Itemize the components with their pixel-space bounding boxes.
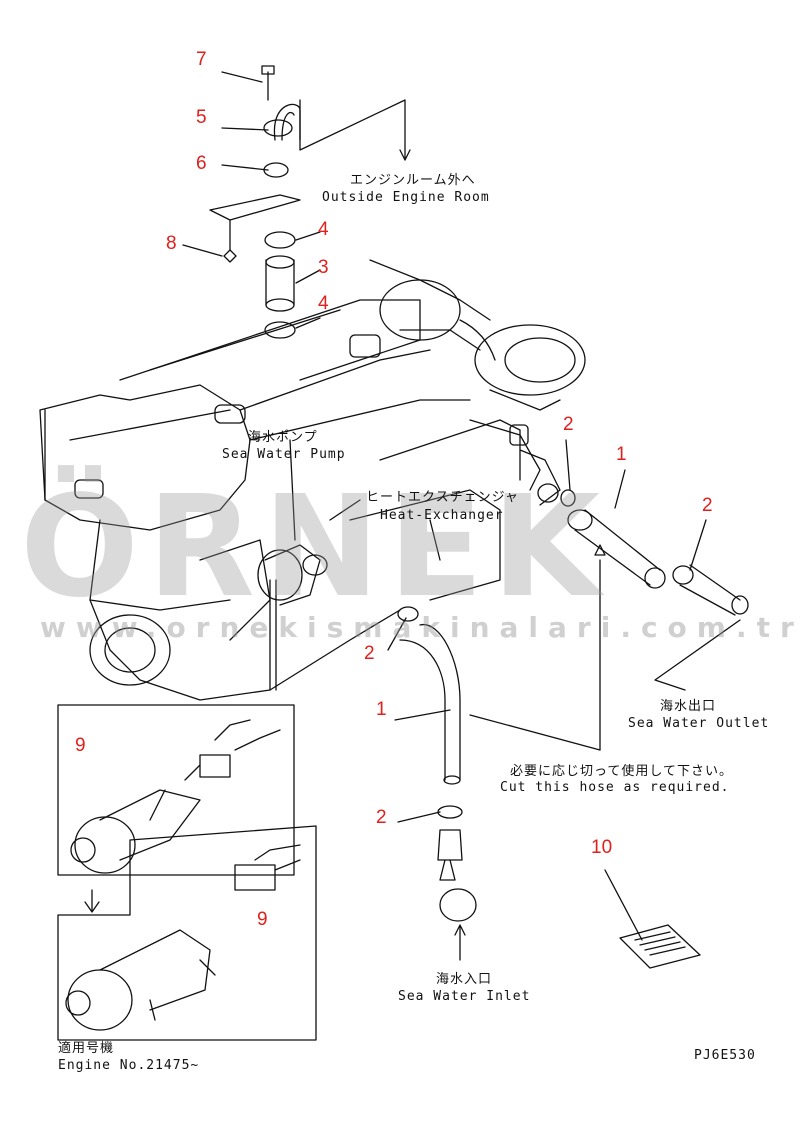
callout-2-d: 2 xyxy=(376,807,387,828)
inlet-jp-label: 海水入口 xyxy=(436,972,493,987)
cut-jp-label: 必要に応じ切って使用して下さい。 xyxy=(510,764,733,779)
pump-en-label: Sea Water Pump xyxy=(222,447,346,462)
callout-2-a: 2 xyxy=(563,414,574,435)
callout-2-c: 2 xyxy=(364,643,375,664)
callout-3: 3 xyxy=(318,257,329,278)
outside-en-label: Outside Engine Room xyxy=(322,190,490,205)
engine-no-label: Engine No.21475~ xyxy=(58,1058,200,1073)
pump-detail-box-1 xyxy=(57,704,295,876)
callout-7: 7 xyxy=(196,49,207,70)
callout-4-bottom: 4 xyxy=(318,293,329,314)
inlet-en-label: Sea Water Inlet xyxy=(398,989,531,1004)
heat-exchanger-pipe xyxy=(469,419,576,507)
outlet-jp-label: 海水出口 xyxy=(660,699,717,714)
callout-4-top: 4 xyxy=(318,219,329,240)
hx-jp-label: ヒートエクスチェンジャ xyxy=(366,490,519,505)
callout-9-a: 9 xyxy=(75,735,86,756)
drawing-code: PJ6E530 xyxy=(694,1048,756,1063)
hx-en-label: Heat-Exchanger xyxy=(380,508,504,523)
label-sheet xyxy=(619,924,701,969)
leader-lines xyxy=(182,71,741,961)
turbo-intake xyxy=(369,259,586,411)
top-fittings xyxy=(209,65,301,339)
applicable-jp-label: 適用号機 xyxy=(58,1041,115,1056)
watermark-logo: ÖRNEK xyxy=(20,466,609,629)
callout-5: 5 xyxy=(196,107,207,128)
pump-detail-box-2 xyxy=(57,825,317,1041)
callout-9-b: 9 xyxy=(257,909,268,930)
hoses xyxy=(269,509,749,922)
outside-jp-label: エンジンルーム外へ xyxy=(350,173,476,188)
watermark-url: www.ornekismakinalari.com.tr xyxy=(40,611,804,644)
callout-1-a: 1 xyxy=(616,444,627,465)
callout-6: 6 xyxy=(196,153,207,174)
outlet-en-label: Sea Water Outlet xyxy=(628,716,770,731)
engine-block xyxy=(39,299,521,701)
callout-1-b: 1 xyxy=(376,699,387,720)
callout-8: 8 xyxy=(166,233,177,254)
callout-2-b: 2 xyxy=(702,495,713,516)
cut-en-label: Cut this hose as required. xyxy=(500,780,730,795)
callout-10: 10 xyxy=(591,837,613,858)
pump-jp-label: 海水ポンプ xyxy=(248,430,318,445)
